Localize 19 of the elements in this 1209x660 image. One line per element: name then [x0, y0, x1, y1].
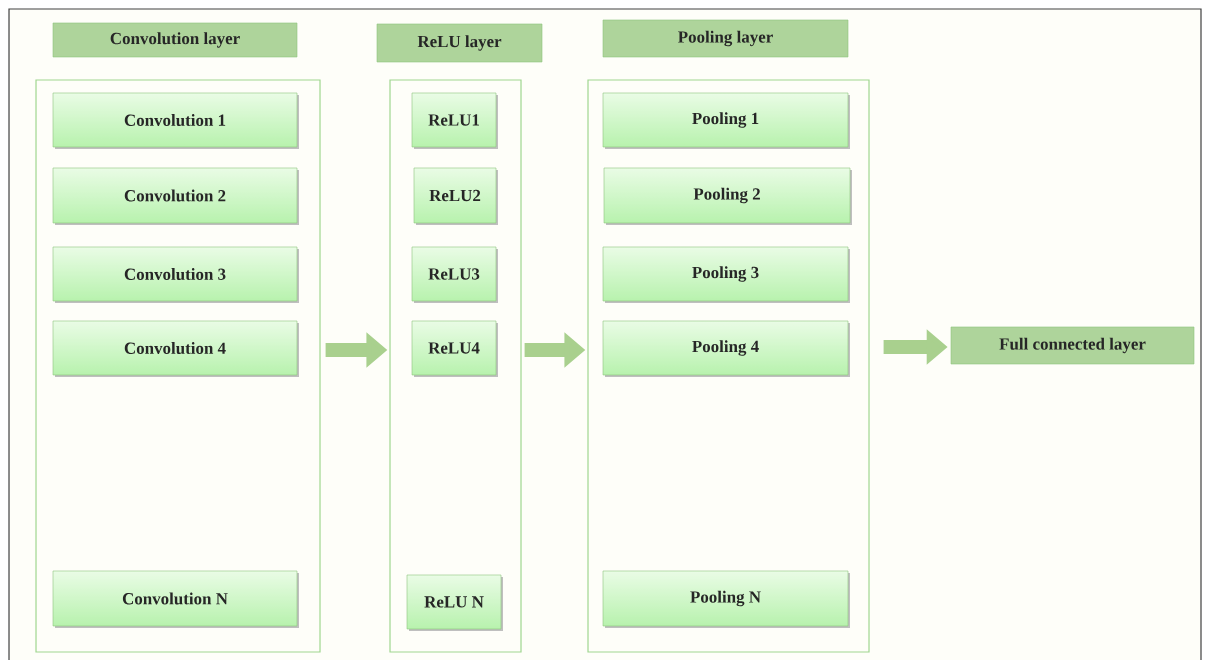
process-box: ReLU2 — [413, 167, 497, 224]
process-box: Convolution 3 — [52, 246, 298, 302]
process-box: ReLU3 — [411, 246, 497, 302]
layer-header: Convolution layer — [52, 22, 298, 58]
process-box: Convolution 2 — [52, 167, 298, 224]
process-box: Pooling N — [602, 570, 849, 627]
process-box: Convolution 1 — [52, 92, 298, 148]
process-box: ReLU4 — [411, 320, 497, 376]
process-box: Convolution N — [52, 570, 298, 627]
process-box: Convolution 4 — [52, 320, 298, 376]
process-box: Pooling 4 — [602, 320, 849, 376]
process-box: Pooling 1 — [602, 92, 849, 148]
process-box: Pooling 2 — [603, 167, 851, 224]
layer-header: Pooling layer — [602, 19, 849, 58]
process-box: ReLU N — [406, 574, 502, 630]
process-box: Pooling 3 — [602, 246, 849, 302]
layer-header: Full connected layer — [950, 326, 1195, 365]
process-box: ReLU1 — [411, 92, 497, 148]
layer-header: ReLU layer — [376, 23, 543, 63]
